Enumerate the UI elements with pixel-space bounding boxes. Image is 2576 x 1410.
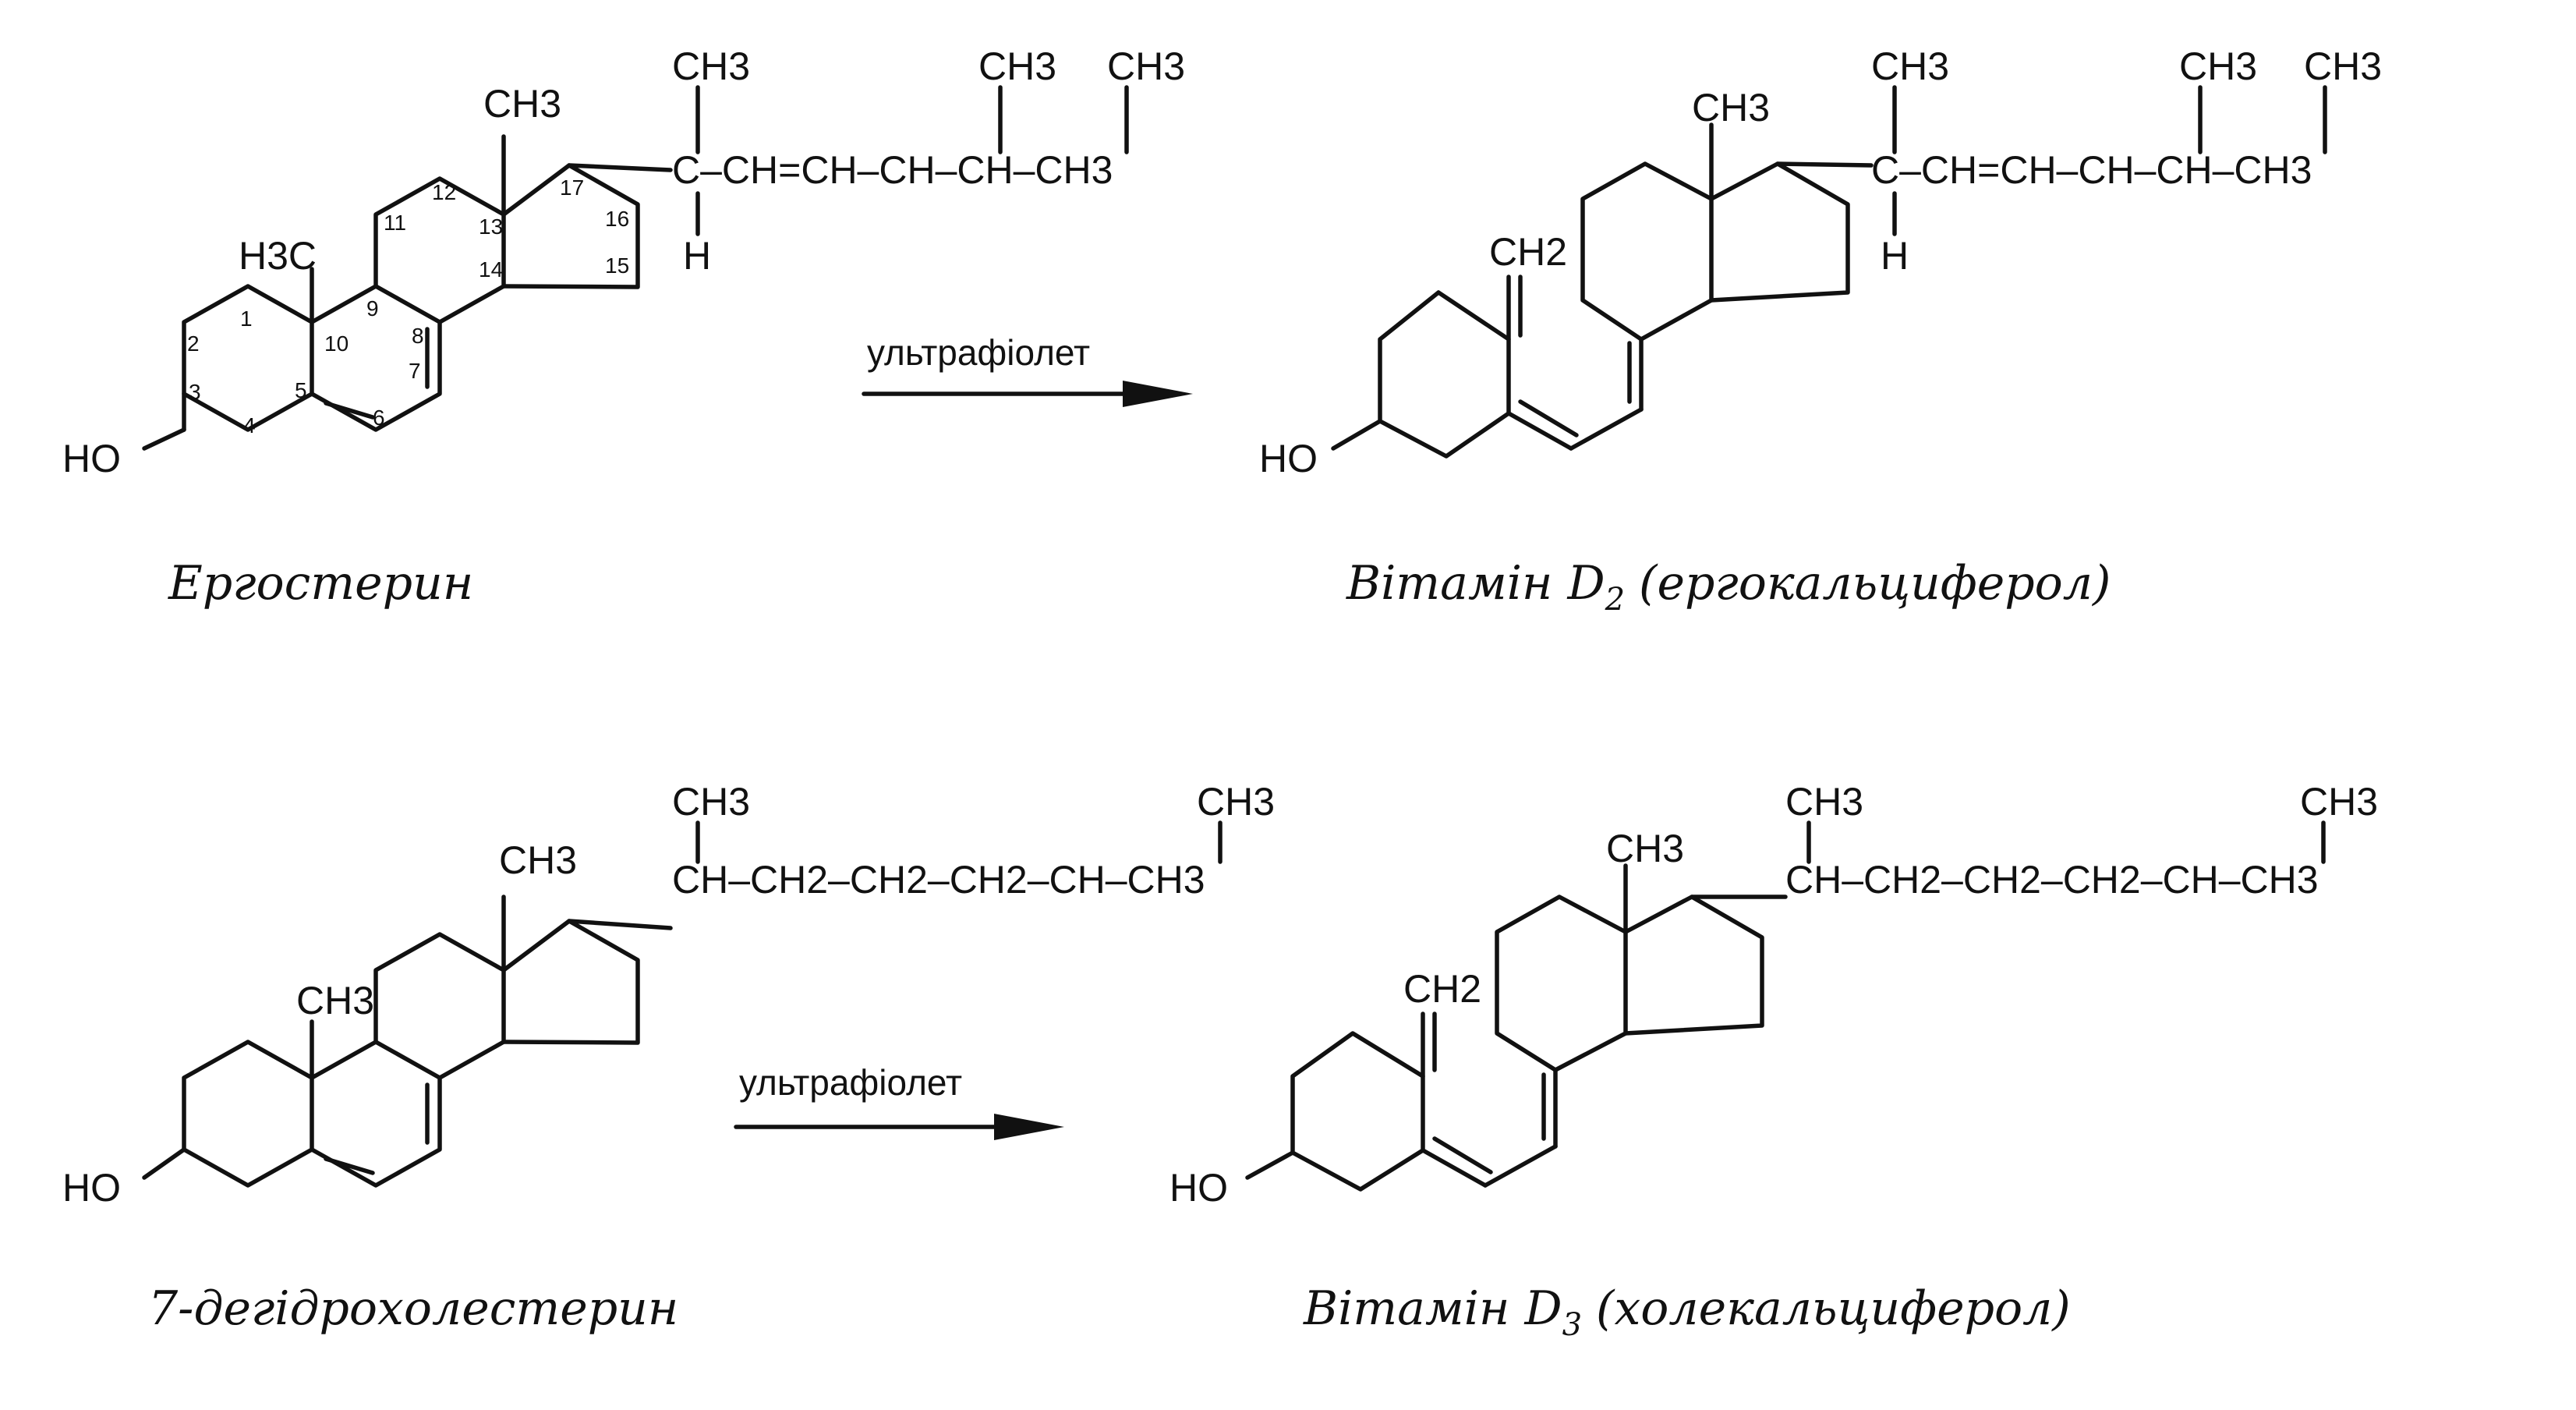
svg-text:4: 4: [243, 413, 256, 438]
svg-text:10: 10: [324, 331, 349, 356]
d3-ch3-label: CH3: [1606, 827, 1684, 870]
chain-ch3-first: CH3: [672, 44, 750, 88]
svg-text:1: 1: [240, 306, 253, 331]
atom-numbers: 1 2 3 4 5 6 7 8 9 10 11 12 13 14 15 16 1…: [187, 175, 629, 438]
d2-side-chain: C–CH=CH–CH–CH–CH3: [1871, 148, 2312, 192]
svg-text:5: 5: [295, 378, 307, 402]
d3-chain-ch3: CH3: [1785, 780, 1863, 824]
d3-chain-last-ch3: CH3: [2300, 780, 2378, 824]
vitamin-d2-structure: CH3 CH2 HO CH3 C–CH=CH–CH–CH–CH3 H CH3 C…: [1259, 44, 2382, 480]
reaction-arrow-1: ультрафіолет: [862, 332, 1193, 407]
d3-ch2-label: CH2: [1403, 967, 1481, 1011]
ergosterol-caption: Ергостерин: [168, 556, 473, 611]
svg-text:9: 9: [366, 296, 379, 321]
svg-text:14: 14: [479, 257, 503, 282]
svg-text:12: 12: [432, 180, 456, 204]
vitamin-d3-caption: Вітамін D3(холекальциферол): [1303, 1281, 2071, 1343]
h-label: H: [683, 234, 711, 278]
dhc-chain-last-ch3: CH3: [1197, 780, 1275, 824]
d2-ho-label: HO: [1259, 437, 1318, 480]
svg-text:2: 2: [187, 331, 200, 356]
svg-text:17: 17: [560, 175, 584, 200]
d2-ch3-label: CH3: [1692, 86, 1770, 129]
ch3-top-label: CH3: [483, 82, 561, 126]
vitamin-d2-caption: Вітамін D2(ергокальциферол): [1346, 556, 2111, 618]
reaction-arrow-2: ультрафіолет: [734, 1062, 1064, 1140]
svg-text:6: 6: [373, 406, 385, 430]
d2-chain-ch3: CH3: [1871, 44, 1949, 88]
svg-text:16: 16: [605, 207, 629, 231]
d3-ho-label: HO: [1169, 1166, 1228, 1210]
d2-chain-ch3-a: CH3: [2179, 44, 2257, 88]
ring-c-bonds: [373, 176, 506, 324]
dhc-ho: HO: [62, 1166, 121, 1210]
dhc-ch3-ring: CH3: [296, 979, 374, 1022]
d2-h-label: H: [1881, 234, 1909, 278]
svg-text:7: 7: [409, 359, 421, 383]
svg-text:11: 11: [384, 211, 406, 235]
d2-chain-ch3-b: CH3: [2304, 44, 2382, 88]
dehydrocholesterol-structure: CH3 CH3 HO CH3 CH–CH2–CH2–CH2–CH–CH3 CH3: [62, 780, 1275, 1210]
ring-d-bonds: [501, 163, 640, 289]
svg-text:8: 8: [412, 324, 424, 348]
dhc-ch3-top: CH3: [499, 838, 577, 882]
chain-ch3-b: CH3: [1107, 44, 1185, 88]
vitamin-d3-structure: CH3 CH2 HO CH3 CH–CH2–CH2–CH2–CH–CH3 CH3: [1169, 780, 2378, 1210]
svg-text:ультрафіолет: ультрафіолет: [739, 1062, 962, 1103]
dhc-chain-ch3: CH3: [672, 780, 750, 824]
side-chain-text: C–CH=CH–CH–CH–CH3: [672, 148, 1113, 192]
svg-text:13: 13: [479, 214, 503, 239]
svg-text:3: 3: [189, 380, 201, 404]
ring-b-bonds: [310, 284, 442, 432]
d3-side-chain: CH–CH2–CH2–CH2–CH–CH3: [1785, 858, 2319, 902]
dehydrocholesterol-caption: 7-дегідрохолестерин: [148, 1281, 678, 1336]
dhc-side-chain: CH–CH2–CH2–CH2–CH–CH3: [672, 858, 1205, 902]
ergosterol-structure: H3C CH3 HO CH3 C–CH=CH–CH–CH–CH3 H CH3 C…: [62, 44, 1185, 480]
ho-label: HO: [62, 437, 121, 480]
svg-text:15: 15: [605, 253, 629, 278]
svg-text:ультрафіолет: ультрафіолет: [867, 332, 1090, 373]
chain-ch3-a: CH3: [978, 44, 1056, 88]
h3c-label: H3C: [239, 234, 317, 278]
d2-ch2-label: CH2: [1489, 230, 1567, 274]
